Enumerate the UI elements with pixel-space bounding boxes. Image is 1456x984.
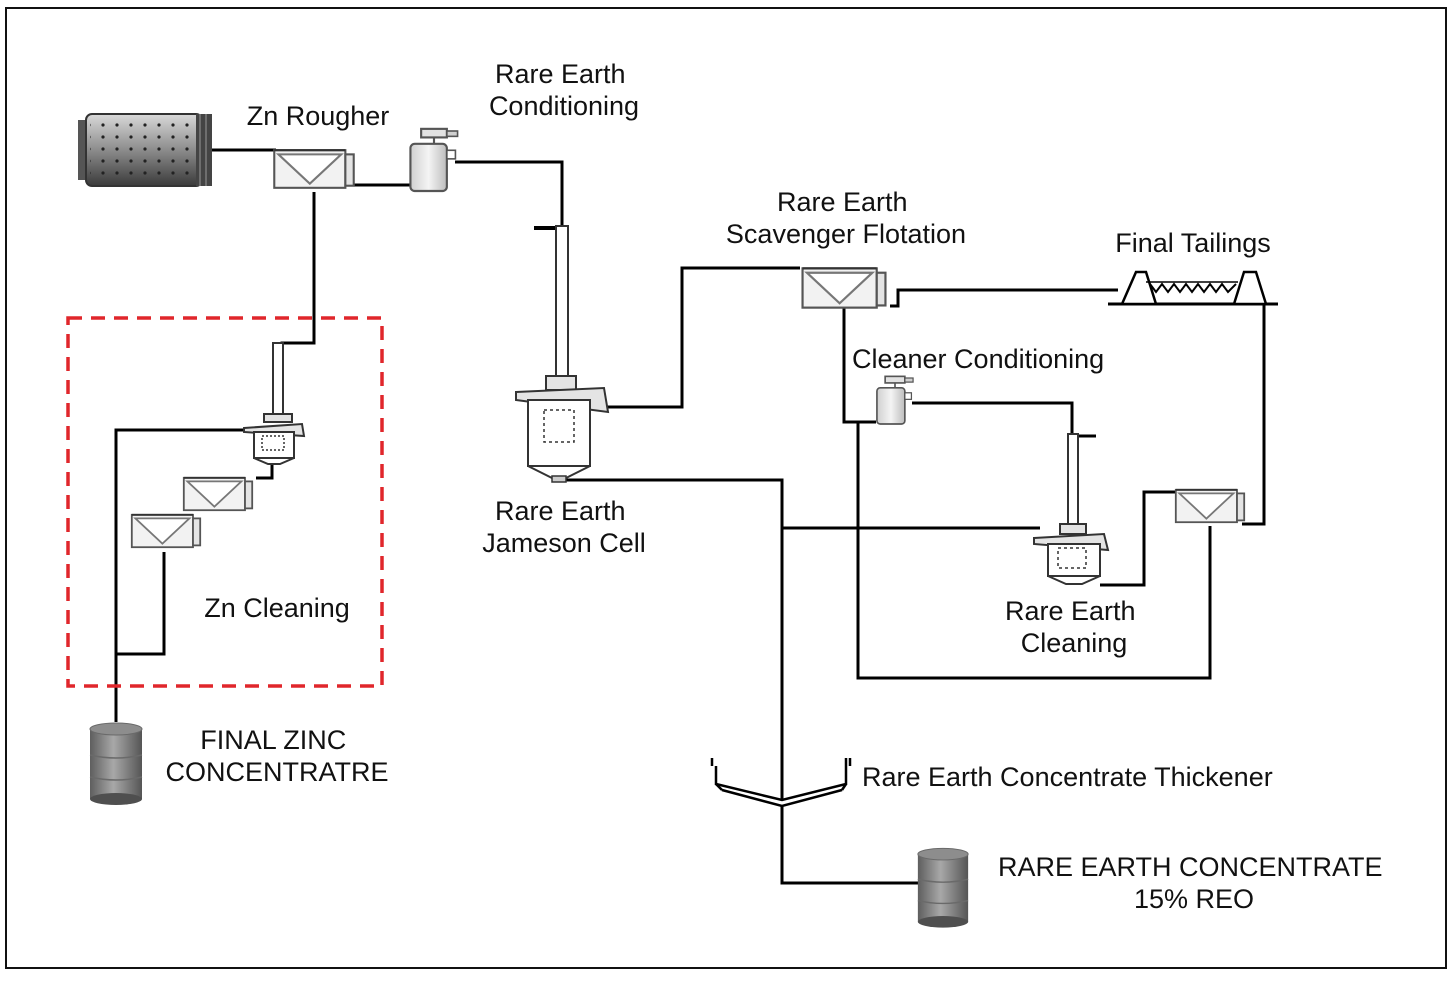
pipe-conditioning-to-jameson [455, 160, 564, 226]
label-final-zinc-concentrate: FINAL ZINC CONCENTRATRE [165, 725, 388, 787]
pipe-tailings-to-cleaner-tails [1242, 302, 1266, 526]
final-zinc-drum [89, 722, 143, 806]
pipe-zn-cleaner-cells [256, 460, 274, 480]
pipe-re-cleaning-to-cleaner-cell [1100, 490, 1178, 587]
ball-mill [78, 113, 212, 187]
label-re-conditioning: Rare Earth Conditioning [489, 59, 639, 121]
label-zn-cleaning: Zn Cleaning [204, 593, 350, 623]
pipe-recycle-loop [856, 422, 1212, 680]
pipe-thickener-to-re-drum [780, 806, 922, 885]
re-concentrate-drum [917, 847, 969, 928]
pipe-network [114, 148, 1266, 885]
zn-cleaning-column [243, 342, 306, 465]
pipe-zn-cleaning-recycle [114, 428, 248, 722]
re-scavenger-cell [801, 267, 887, 309]
pipe-scavenger-conc-to-conditioning [842, 308, 876, 424]
re-jameson-cell [515, 225, 610, 483]
re-concentrate-thickener [710, 758, 852, 808]
re-cleaner-flot-cell [1174, 488, 1246, 524]
pipe-zn-conc-to-drum [116, 552, 166, 656]
pipe-conditioning-to-re-cleaning [912, 401, 1074, 434]
label-re-thickener: Rare Earth Concentrate Thickener [862, 762, 1273, 792]
label-re-cleaning: Rare Earth Cleaning [1005, 596, 1143, 658]
label-final-tailings: Final Tailings [1115, 228, 1271, 258]
label-zn-rougher: Zn Rougher [247, 101, 390, 131]
label-re-scavenger: Rare Earth Scavenger Flotation [726, 187, 966, 249]
label-re-concentrate: RARE EARTH CONCENTRATE 15% REO [998, 852, 1390, 914]
label-re-jameson: Rare Earth Jameson Cell [482, 496, 646, 558]
pipe-scavenger-to-tailings [890, 288, 1118, 308]
zn-cleaner-cell-1 [182, 476, 254, 512]
zn-cleaning-highlight-box [66, 316, 384, 688]
zn-rougher-cell [273, 149, 355, 189]
label-cleaner-conditioning: Cleaner Conditioning [852, 344, 1104, 374]
final-tailings-dam [1108, 270, 1278, 306]
pipe-jameson-tails-to-scavenger [607, 266, 800, 409]
zn-cleaner-cell-2 [130, 513, 202, 549]
re-cleaning-cell [1033, 433, 1110, 585]
pipe-jameson-conc-to-thickener [560, 478, 784, 800]
